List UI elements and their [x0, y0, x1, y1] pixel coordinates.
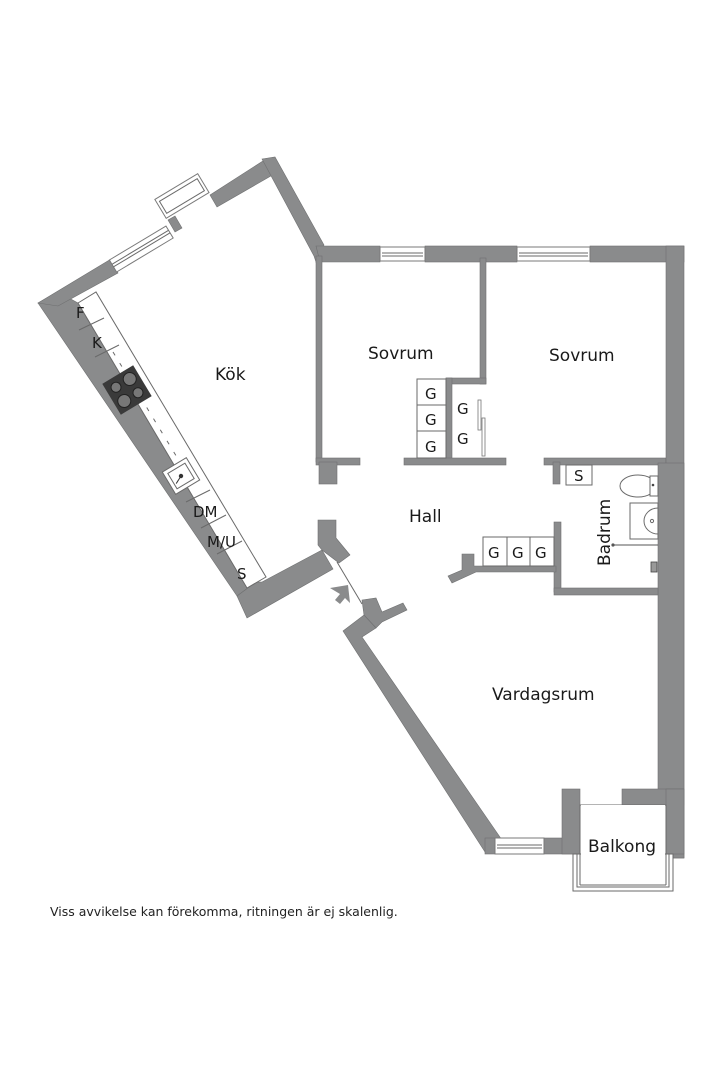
windows [108, 172, 591, 855]
room-label-kitchen: Kök [215, 365, 246, 385]
wardrobe-label: G [488, 544, 500, 562]
washbasin-icon [629, 502, 659, 540]
wardrobes-hall: G G G [482, 536, 555, 567]
wardrobe-label: G [425, 438, 437, 456]
room-label-hall: Hall [409, 507, 442, 527]
wardrobe-label: G [457, 400, 469, 418]
shower-rod-icon [611, 543, 658, 547]
wardrobe-label: G [535, 544, 547, 562]
room-labels: Kök Sovrum Sovrum Hall Badrum Vardagsrum… [215, 344, 656, 857]
room-label-bathroom: Badrum [595, 499, 615, 566]
kitchen-unit-microwave-oven: M/U [207, 533, 236, 551]
wardrobes-left-bedroom: G G G [416, 378, 447, 459]
kitchen-unit-fridge: F [76, 304, 85, 322]
wardrobe-label: G [425, 385, 437, 403]
wardrobe-label: G [457, 430, 469, 448]
room-label-bedroom-right: Sovrum [549, 346, 615, 366]
wardrobes-right-bedroom: G G [457, 399, 486, 457]
shower-head-icon [650, 561, 658, 573]
hall-cabinet-label: S [574, 467, 584, 485]
balcony [572, 804, 674, 892]
hall-cabinet: S [565, 464, 593, 486]
stove-icon [102, 365, 152, 415]
wardrobe-label: G [512, 544, 524, 562]
bathroom-fixtures [611, 474, 659, 573]
disclaimer-note: Viss avvikelse kan förekomma, ritningen … [50, 904, 398, 919]
room-label-balcony: Balkong [588, 837, 656, 857]
wardrobe-label: G [425, 411, 437, 429]
kitchen-unit-dishwasher: DM [193, 503, 218, 521]
toilet-icon [619, 474, 659, 498]
room-label-bedroom-left: Sovrum [368, 344, 434, 364]
kitchen-unit-freezer: K [92, 334, 103, 352]
kitchen-counter [77, 291, 267, 589]
kitchen-unit-storage: S [237, 565, 247, 583]
kitchen-unit-labels: F K DM M/U S [76, 304, 247, 583]
sink-icon [161, 456, 201, 496]
entrance-arrow-icon [330, 585, 350, 604]
room-label-living-room: Vardagsrum [492, 685, 595, 705]
entrance [330, 561, 363, 605]
walls [37, 156, 685, 859]
